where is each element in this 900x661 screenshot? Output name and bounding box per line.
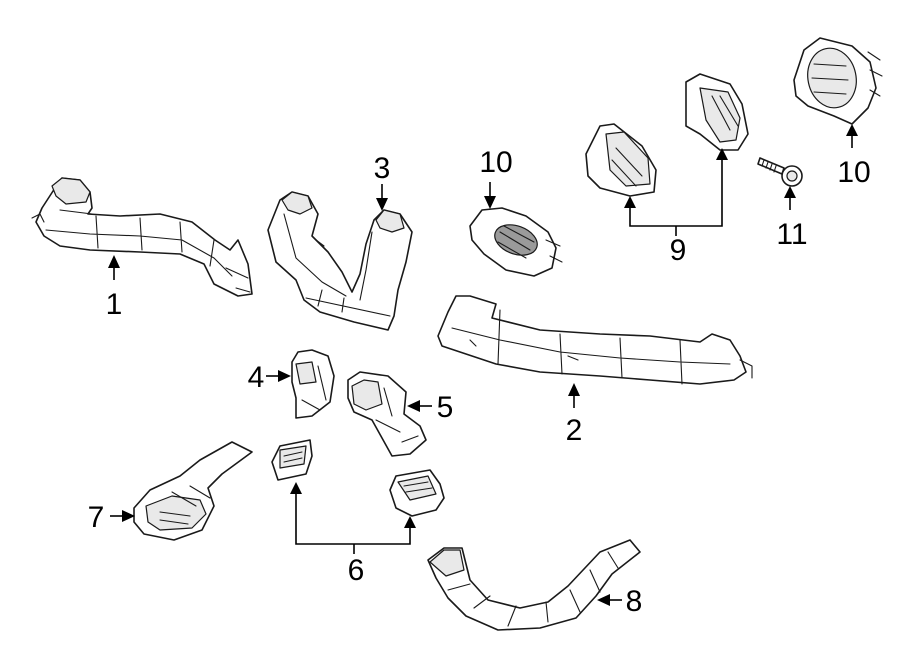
leader-1	[108, 255, 120, 280]
part-1-duct	[31, 177, 253, 297]
part-6-cap-left	[271, 439, 313, 481]
callout-5: 5	[437, 391, 454, 424]
part-9-outlet-left	[585, 123, 657, 197]
part-5-duct	[347, 371, 427, 457]
leader-5	[407, 400, 432, 412]
callout-3: 3	[374, 152, 391, 185]
callout-1: 1	[106, 288, 123, 321]
leader-10-center	[484, 182, 496, 209]
leader-7	[110, 510, 135, 522]
leader-9	[624, 148, 728, 236]
callout-8: 8	[626, 585, 643, 618]
part-10-outlet-center	[469, 207, 563, 277]
part-8-duct	[427, 539, 641, 631]
callout-10-top: 10	[837, 156, 870, 189]
callout-11: 11	[776, 218, 807, 251]
part-11-screw	[757, 157, 803, 187]
part-4-duct	[291, 349, 335, 419]
leader-6	[290, 482, 416, 554]
callout-4: 4	[248, 361, 265, 394]
leader-11	[784, 186, 796, 210]
part-9-outlet-right	[685, 73, 749, 151]
callout-7: 7	[88, 501, 105, 534]
part-10-outlet-top	[793, 37, 883, 125]
leader-4	[266, 370, 291, 382]
leader-10-top	[846, 124, 858, 148]
callout-9: 9	[670, 234, 687, 267]
part-2-duct	[437, 295, 753, 385]
callout-2: 2	[566, 414, 583, 447]
leader-8	[597, 594, 622, 606]
part-6-cap-right	[389, 469, 445, 517]
callout-10-center: 10	[479, 146, 512, 179]
leader-3	[376, 184, 388, 211]
part-3-duct	[267, 191, 413, 331]
callout-6: 6	[348, 554, 365, 587]
leader-2	[568, 383, 580, 408]
part-7-duct	[133, 441, 253, 541]
